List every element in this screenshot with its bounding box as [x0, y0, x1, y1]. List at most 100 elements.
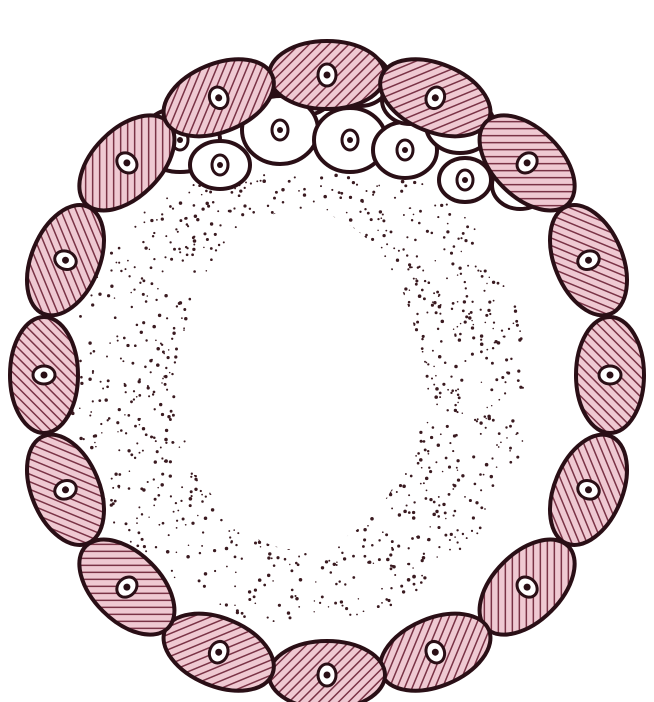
stipple-dot — [479, 421, 482, 424]
stipple-dot — [495, 378, 498, 381]
stipple-dot — [90, 352, 92, 354]
stipple-dot — [323, 195, 327, 199]
stipple-dot — [438, 294, 440, 296]
stipple-dot — [88, 377, 91, 380]
stipple-dot — [299, 578, 303, 582]
stipple-dot — [177, 510, 179, 512]
stipple-dot — [225, 547, 229, 551]
stipple-dot — [154, 460, 157, 463]
stipple-dot — [498, 446, 500, 448]
stipple-dot — [150, 219, 153, 222]
stipple-dot — [256, 180, 258, 182]
stipple-dot — [194, 214, 197, 217]
stipple-dot — [193, 244, 195, 246]
stipple-dot — [492, 347, 494, 349]
stipple-dot — [233, 529, 235, 531]
stipple-dot — [254, 602, 256, 604]
stipple-dot — [161, 457, 163, 459]
stipple-dot — [432, 426, 435, 429]
stipple-dot — [446, 409, 448, 411]
stipple-dot — [448, 493, 451, 496]
stipple-dot — [191, 495, 193, 497]
stipple-dot — [435, 311, 438, 314]
stipple-dot — [278, 604, 281, 607]
stipple-dot — [164, 461, 166, 463]
stipple-dot — [127, 414, 130, 417]
stipple-dot — [202, 531, 204, 533]
stipple-dot — [130, 292, 132, 294]
stipple-dot — [229, 210, 232, 213]
stipple-dot — [184, 440, 186, 442]
inner-cell-mass-cell — [439, 158, 491, 202]
stipple-dot — [442, 383, 445, 386]
stipple-dot — [496, 444, 498, 446]
stipple-dot — [394, 574, 396, 576]
trophoblast-cell — [269, 41, 385, 109]
stipple-dot — [273, 620, 275, 622]
stipple-dot — [447, 389, 449, 391]
stipple-dot — [398, 513, 401, 516]
stipple-dot — [129, 470, 131, 472]
stipple-dot — [209, 191, 212, 194]
stipple-dot — [356, 184, 358, 186]
stipple-dot — [174, 355, 177, 358]
stipple-dot — [291, 589, 294, 592]
stipple-dot — [464, 217, 466, 219]
stipple-dot — [457, 388, 459, 390]
stipple-dot — [160, 447, 162, 449]
stipple-dot — [449, 442, 451, 444]
stipple-dot — [431, 232, 434, 235]
stipple-dot — [463, 300, 466, 303]
stipple-dot — [365, 190, 367, 192]
stipple-dot — [519, 386, 522, 389]
stipple-dot — [400, 585, 403, 588]
stipple-dot — [450, 252, 453, 255]
stipple-dot — [145, 300, 148, 303]
stipple-dot — [421, 347, 424, 350]
stipple-dot — [167, 415, 170, 418]
stipple-dot — [191, 253, 194, 256]
stipple-dot — [449, 549, 451, 551]
stipple-dot — [491, 405, 492, 406]
stipple-dot — [362, 545, 365, 548]
stipple-dot — [435, 260, 436, 261]
stipple-dot — [389, 553, 392, 556]
stipple-dot — [118, 473, 121, 476]
stipple-dot — [452, 450, 454, 452]
stipple-dot — [120, 357, 122, 359]
stipple-dot — [345, 607, 348, 610]
stipple-dot — [392, 565, 395, 568]
blastocoel-cavity — [180, 210, 420, 550]
stipple-dot — [165, 367, 167, 369]
stipple-dot — [422, 556, 426, 560]
stipple-dot — [364, 555, 367, 558]
stipple-dot — [130, 453, 133, 456]
stipple-dot — [235, 226, 237, 228]
stipple-dot — [427, 422, 428, 423]
stipple-dot — [117, 485, 120, 488]
stipple-dot — [408, 494, 410, 496]
stipple-dot — [455, 390, 457, 392]
stipple-dot — [454, 409, 457, 412]
stipple-dot — [176, 527, 178, 529]
stipple-dot — [480, 309, 482, 311]
stipple-dot — [402, 485, 406, 489]
stipple-dot — [466, 295, 469, 298]
stipple-dot — [480, 489, 482, 491]
stipple-dot — [149, 359, 152, 362]
stipple-dot — [505, 426, 507, 428]
stipple-dot — [198, 579, 201, 582]
stipple-dot — [114, 316, 117, 319]
stipple-dot — [428, 281, 431, 284]
stipple-dot — [183, 329, 185, 331]
stipple-dot — [485, 463, 489, 467]
stipple-dot — [367, 525, 369, 527]
stipple-dot — [362, 201, 364, 203]
trophoblast-cell — [12, 194, 119, 327]
stipple-dot — [492, 419, 495, 422]
stipple-dot — [161, 213, 163, 215]
stipple-dot — [485, 427, 487, 429]
stipple-dot — [486, 349, 488, 351]
stipple-dot — [443, 248, 445, 250]
